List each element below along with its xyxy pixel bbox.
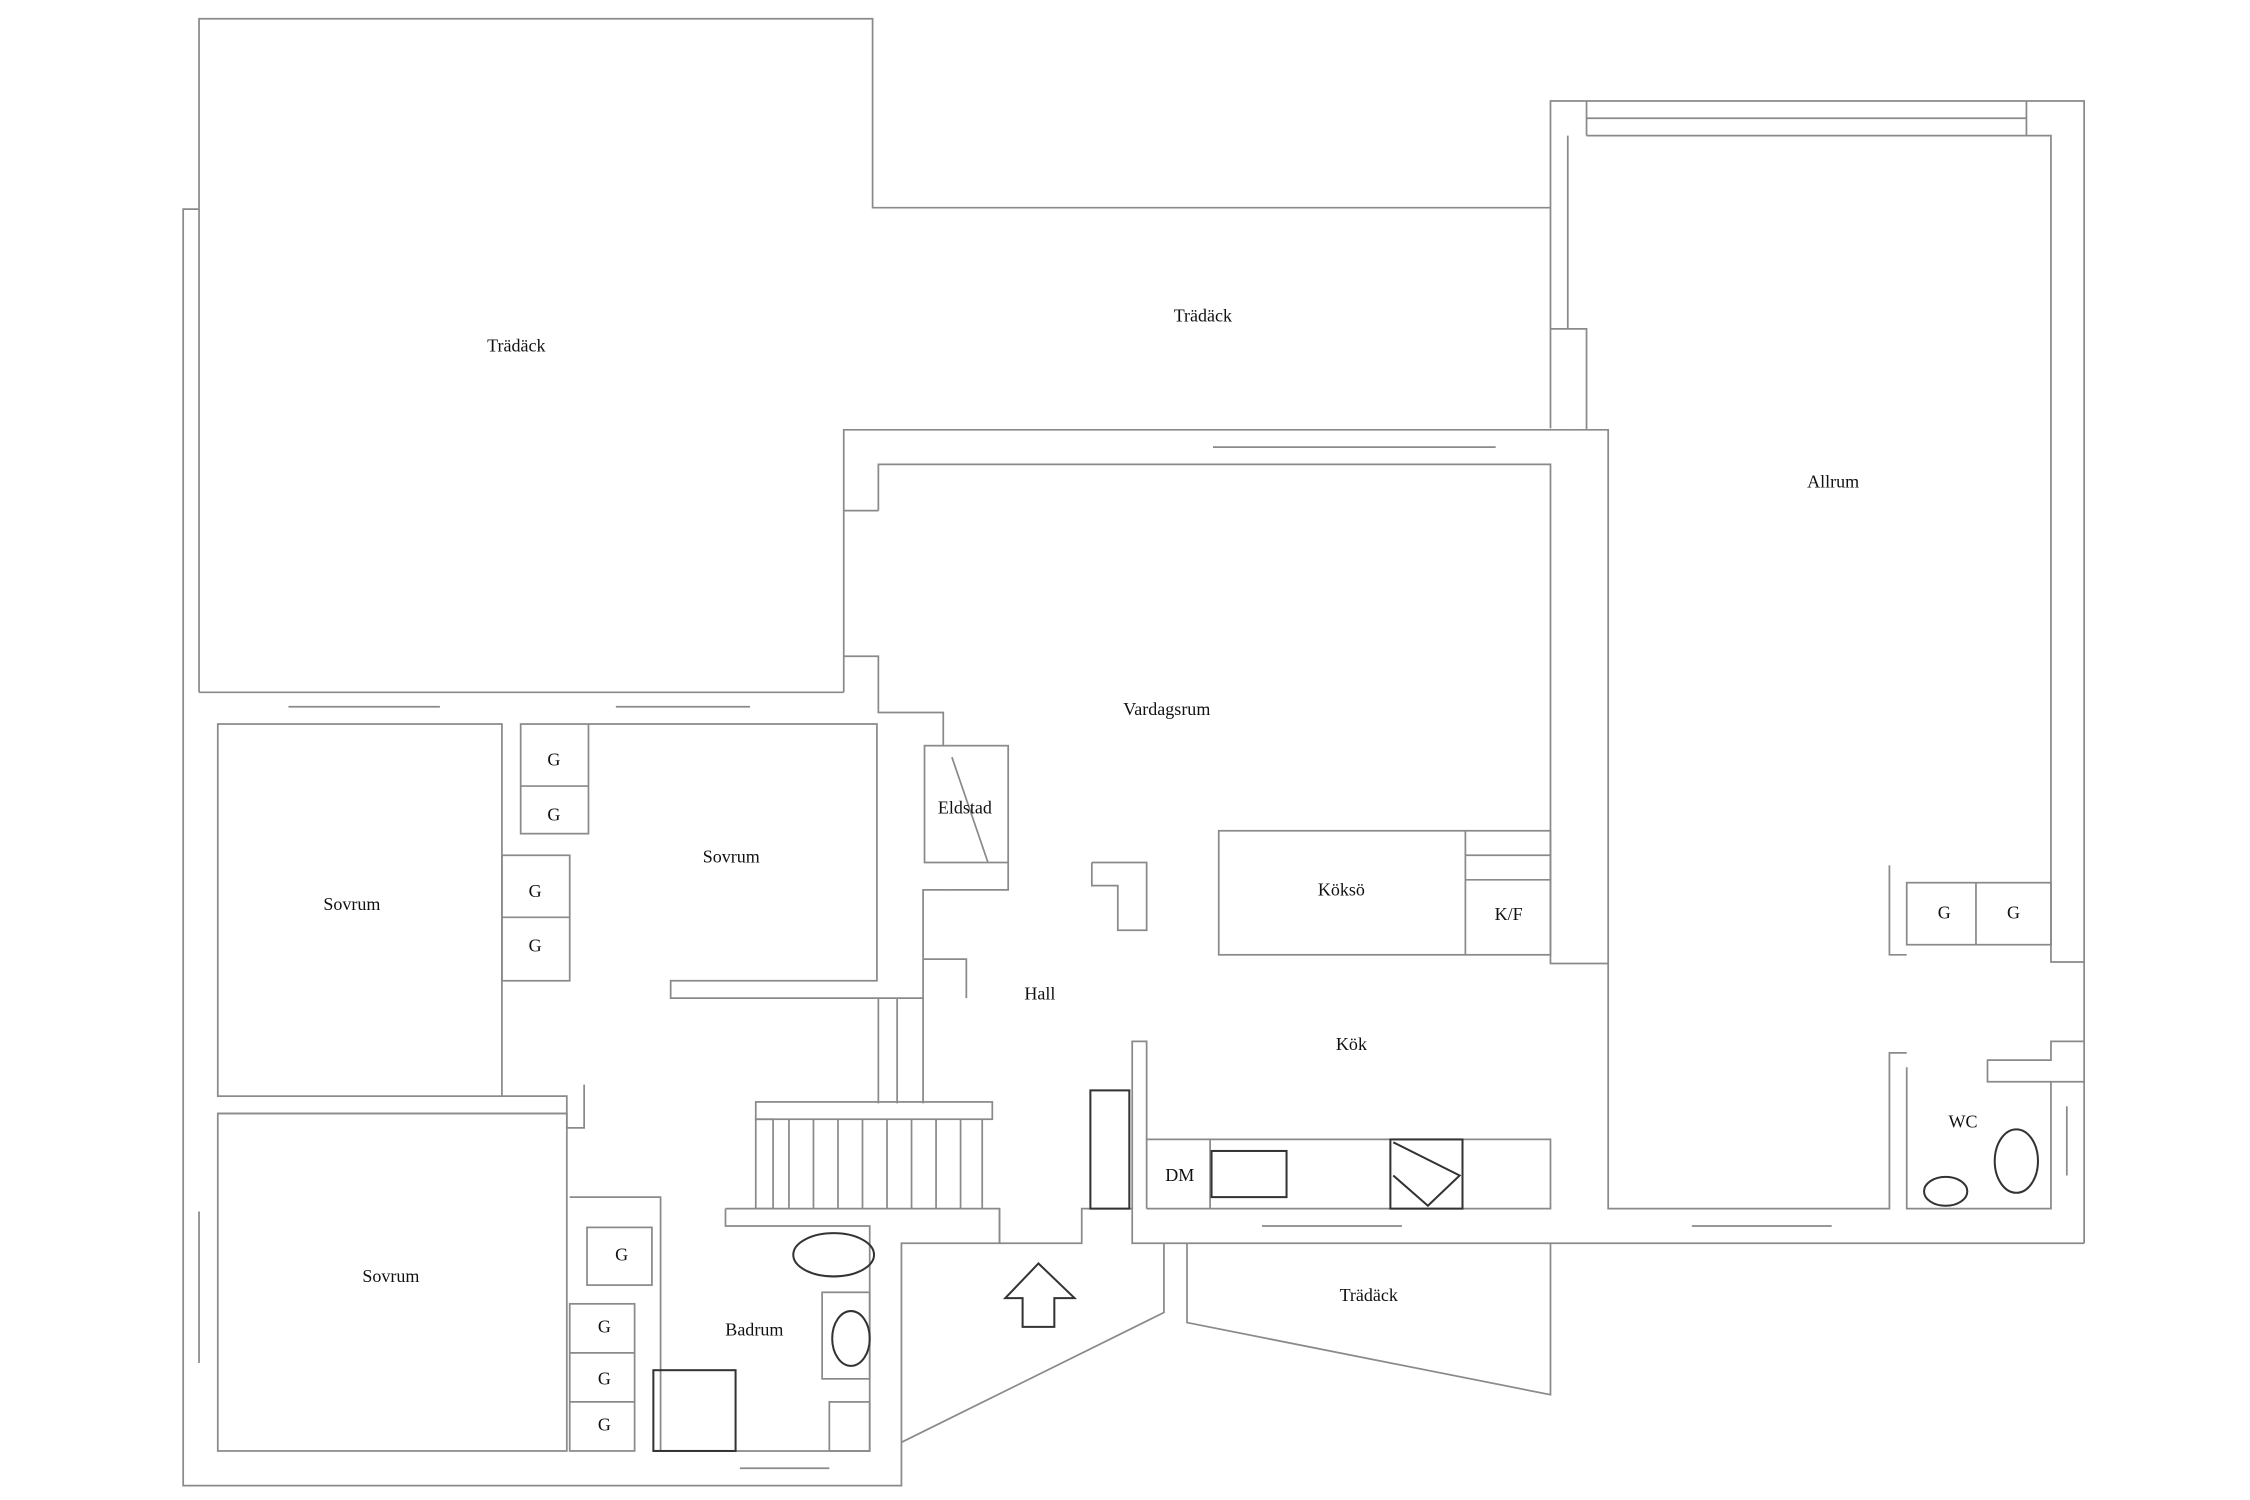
room-label-sovrum-bottom: Sovrum: [362, 1266, 419, 1286]
room-label-eldstad: Eldstad: [938, 797, 992, 817]
room-label-sovrum-mid: Sovrum: [703, 846, 760, 866]
room-label-deck-bottom: Trädäck: [1340, 1285, 1399, 1305]
wall: [1607, 963, 1907, 1210]
entrance-arrow-icon: [1002, 1262, 1078, 1328]
kitchen-counter: [1131, 1040, 1552, 1210]
sovrum-bottom-walls: [216, 1112, 568, 1452]
hood-detail: [1392, 1141, 1462, 1208]
wall: [1986, 1040, 2085, 1083]
toilet-icon: [1993, 1128, 2039, 1194]
wardrobe: [1905, 881, 2052, 946]
room-label-badrum: Badrum: [725, 1319, 783, 1339]
room-label-deck-left: Trädäck: [487, 336, 546, 356]
radiator: [1089, 1089, 1131, 1210]
wall: [999, 1207, 2085, 1245]
wall: [842, 428, 1573, 693]
wall: [1090, 861, 1148, 932]
room-label-kok: Kök: [1336, 1034, 1368, 1054]
allrum-inner: [1550, 327, 1588, 430]
wardrobe-label: G: [547, 804, 560, 824]
room-label-sovrum-left: Sovrum: [323, 894, 380, 914]
wardrobe-label: G: [598, 1415, 611, 1435]
wall: [951, 862, 1010, 891]
wardrobe-label: G: [1938, 903, 1951, 923]
wall: [923, 958, 968, 999]
wall: [660, 1208, 871, 1452]
wall: [569, 1196, 662, 1451]
sink-icon: [1923, 1175, 1969, 1207]
room-label-allrum: Allrum: [1807, 471, 1859, 491]
wall: [1586, 134, 2085, 963]
stove-hood-icon: [1389, 1138, 1464, 1210]
toilet-icon: [792, 1232, 876, 1278]
fireplace: [923, 744, 1010, 864]
wardrobe-label: G: [598, 1368, 611, 1388]
wardrobe-label: G: [529, 881, 542, 901]
wall: [725, 1207, 1001, 1244]
wall: [501, 1084, 585, 1129]
room-label-deck-top: Trädäck: [1174, 305, 1233, 325]
wall: [588, 723, 952, 999]
room-label-wc: WC: [1948, 1112, 1977, 1132]
staircase: [754, 1101, 994, 1210]
room-label-dm: DM: [1165, 1165, 1194, 1185]
wall: [901, 1243, 1165, 1444]
allrum-outer: [1549, 100, 2085, 1244]
wall: [877, 428, 1610, 965]
double-sink-icon: [1210, 1149, 1288, 1199]
room-label-hall: Hall: [1024, 983, 1055, 1003]
wardrobe: [568, 1302, 636, 1452]
kitchen-island: [1217, 829, 1552, 956]
wardrobe-label: G: [547, 750, 560, 770]
deck-outline-top: [198, 17, 1551, 693]
wardrobe-label: G: [615, 1244, 628, 1264]
wardrobe-label: G: [529, 936, 542, 956]
cabinet: [828, 1401, 871, 1452]
wardrobe: [519, 723, 590, 835]
wardrobe-label: G: [598, 1317, 611, 1337]
wc-walls: [1905, 1067, 2085, 1210]
wardrobe-label: G: [2007, 903, 2020, 923]
room-label-kf: K/F: [1495, 904, 1523, 924]
fireplace-detail: [951, 756, 989, 863]
wall: [843, 655, 945, 746]
shower-icon: [652, 1369, 737, 1452]
room-label-vardagsrum: Vardagsrum: [1123, 699, 1210, 719]
wall: [1186, 1243, 1552, 1396]
sink-icon: [831, 1310, 871, 1367]
wall: [1888, 865, 1907, 956]
wardrobe: [586, 1226, 653, 1286]
room-label-koksö: Köksö: [1318, 879, 1365, 899]
